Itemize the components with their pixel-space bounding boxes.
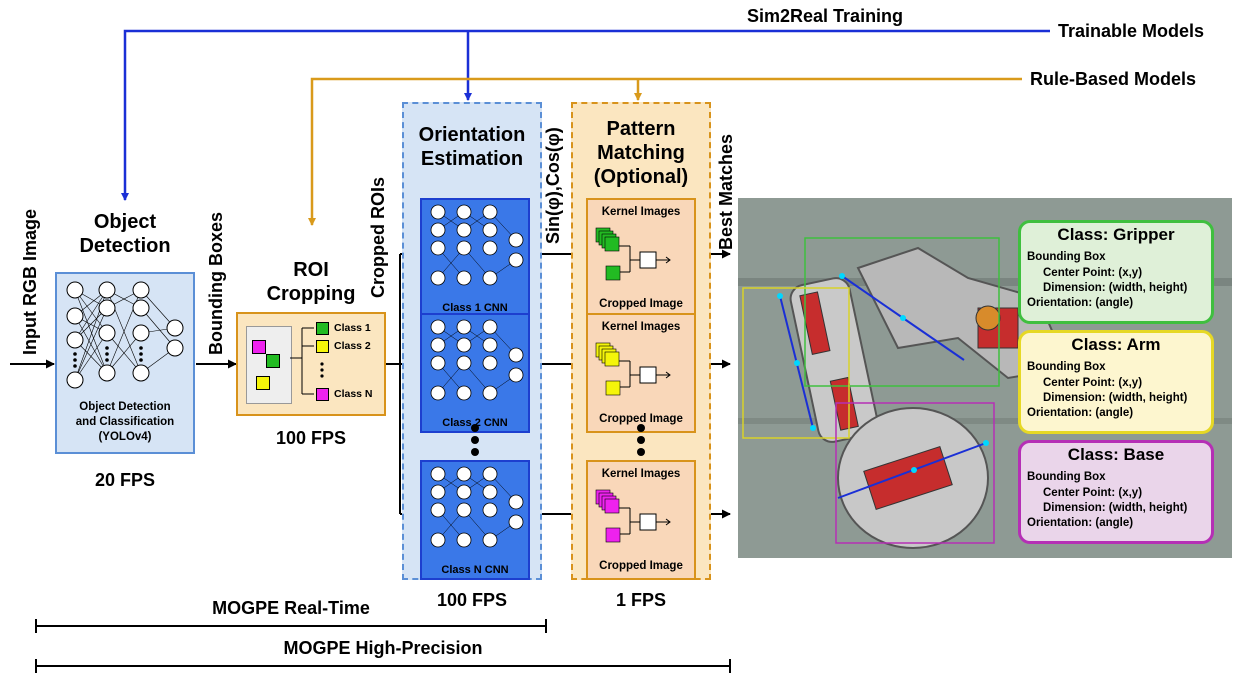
arm-info-box: Class: Arm Bounding Box Center Point: (x…: [1018, 330, 1214, 434]
class-n-cnn-label: Class N CNN: [441, 564, 509, 576]
class-n-cnn: Class N CNN: [420, 460, 530, 580]
class-1-cnn-label: Class 1 CNN: [442, 302, 508, 314]
best-matches-label: Best Matches: [716, 133, 736, 250]
cnn-icon: [430, 319, 524, 401]
highprec-label: MOGPE High-Precision: [283, 638, 483, 658]
kernel-stack-icon: [595, 489, 671, 543]
class-n-label: Class N: [334, 388, 373, 400]
ellipsis-icon: [637, 424, 645, 456]
rule-based-line: [308, 77, 1022, 226]
arm-class-title: Class: Arm: [1071, 335, 1161, 354]
class-2-cnn-label: Class 2 CNN: [442, 417, 508, 429]
pattern-match-1: Kernel Images Cropped Image: [586, 198, 696, 318]
class-n-swatch: [252, 340, 266, 354]
input-image-label: Input RGB Image: [20, 208, 40, 355]
cropped-image-label: Cropped Image: [599, 298, 683, 310]
neural-network-icon: [66, 281, 184, 389]
cnn-icon: [430, 466, 524, 548]
kernel-stack-icon: [595, 227, 671, 281]
class-2-label: Class 2: [334, 340, 371, 352]
realtime-label: MOGPE Real-Time: [212, 598, 370, 618]
class-1-swatch: [266, 354, 280, 368]
trainable-line: [121, 29, 1050, 201]
pattern-match-2: Kernel Images Cropped Image: [586, 313, 696, 433]
cropped-image-label: Cropped Image: [599, 560, 683, 572]
gripper-info-box: Class: Gripper Bounding Box Center Point…: [1018, 220, 1214, 324]
pattern-fps: 1 FPS: [615, 590, 667, 610]
orientation-fps: 100 FPS: [436, 590, 508, 610]
bounding-boxes-label: Bounding Boxes: [206, 212, 226, 355]
gripper-class-title: Class: Gripper: [1057, 225, 1175, 244]
kernel-images-label: Kernel Images: [601, 206, 681, 218]
pattern-match-n: Kernel Images Cropped Image: [586, 460, 696, 580]
cropped-rois-label: Cropped ROIs: [368, 176, 388, 298]
kernel-stack-icon: [595, 342, 671, 396]
object-detection-fps: 20 FPS: [94, 470, 156, 490]
gripper-bbox: [804, 237, 1000, 387]
roi-box: Class 1 Class 2 Class N: [236, 312, 386, 416]
base-info-box: Class: Base Bounding Box Center Point: (…: [1018, 440, 1214, 544]
class-1-label: Class 1: [334, 322, 371, 334]
arm-bbox: [742, 287, 850, 439]
sim2real-label: Sim2Real Training: [747, 6, 904, 26]
roi-fps: 100 FPS: [275, 428, 347, 448]
class-2-cnn: Class 2 CNN: [420, 313, 530, 433]
sincos-label: Sin(φ),Cos(φ): [543, 127, 563, 244]
trainable-models-label: Trainable Models: [1058, 21, 1205, 41]
cnn-icon: [430, 204, 524, 286]
base-class-title: Class: Base: [1067, 445, 1165, 464]
kernel-images-label: Kernel Images: [601, 321, 681, 333]
base-bbox: [835, 402, 995, 544]
ellipsis-icon: [471, 424, 479, 456]
class-1-cnn: Class 1 CNN: [420, 198, 530, 318]
roi-branch-lines: [290, 327, 324, 395]
kernel-images-label: Kernel Images: [601, 468, 681, 480]
cropped-image-label: Cropped Image: [599, 413, 683, 425]
rule-based-models-label: Rule-Based Models: [1030, 69, 1197, 89]
class-2-swatch: [256, 376, 270, 390]
